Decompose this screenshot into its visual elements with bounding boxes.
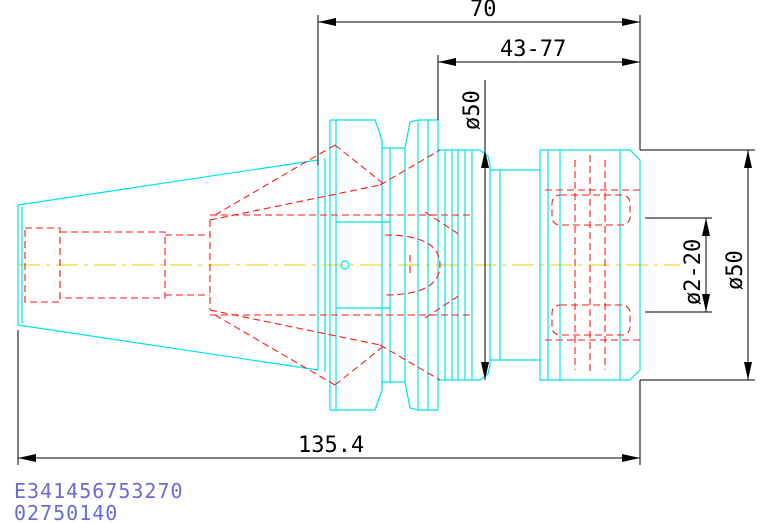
- dim-total-length: 135.4: [298, 433, 364, 458]
- dim-collet-range: ø2-20: [681, 239, 706, 305]
- dimension-lines: [17, 15, 755, 465]
- part-code-line1: E341456753270: [14, 479, 184, 503]
- dim-clamping-range: 43-77: [500, 37, 566, 62]
- hidden-geometry: [24, 144, 640, 386]
- part-code-line2: 02750140: [14, 501, 118, 523]
- dim-overall-length: 70: [470, 0, 497, 22]
- center-point: [340, 260, 350, 270]
- outline-geometry: [17, 119, 641, 411]
- dim-nut-diameter: ø50: [723, 250, 748, 290]
- dim-flange-diameter: ø50: [460, 90, 485, 130]
